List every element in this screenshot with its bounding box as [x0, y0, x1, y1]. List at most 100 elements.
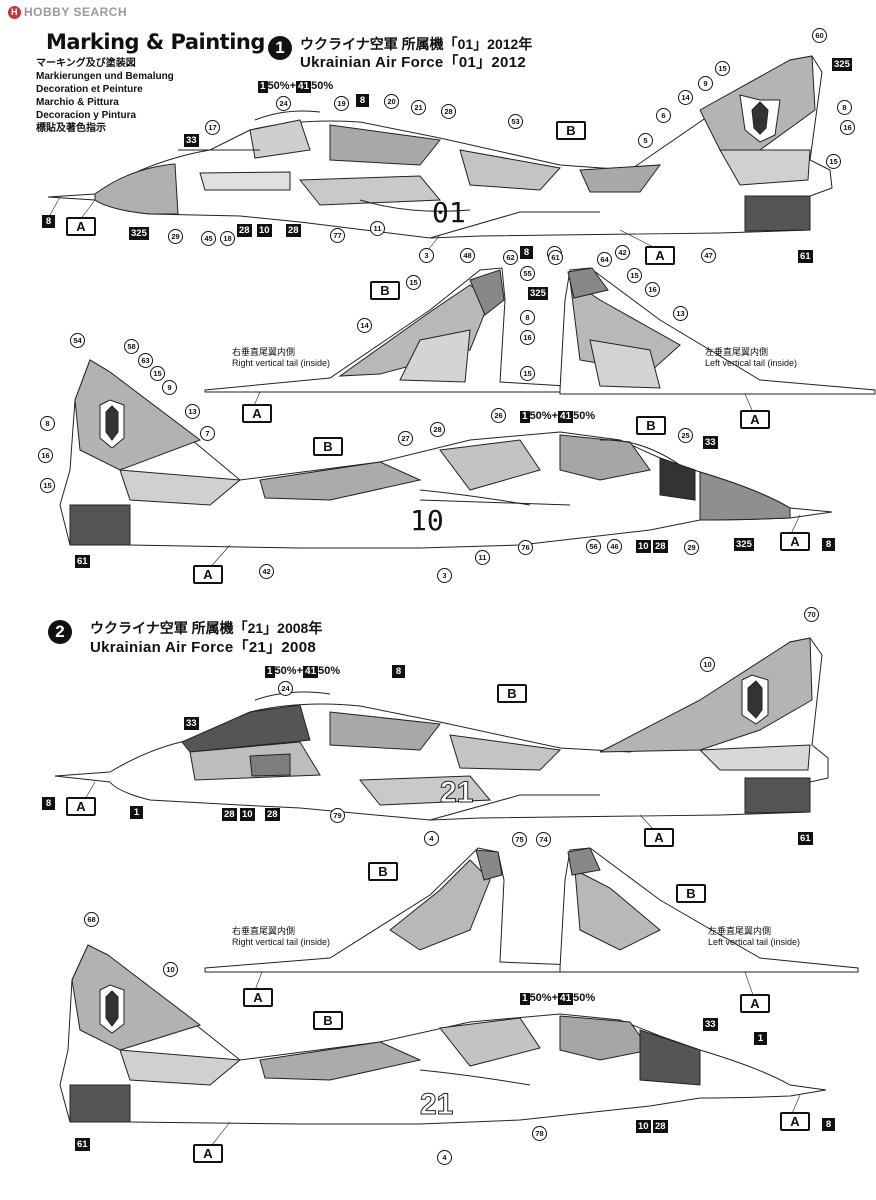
color-b-box: B — [636, 416, 666, 435]
scheme2-left-tail-inside — [559, 847, 859, 973]
color-square: 33 — [184, 717, 199, 730]
decal-callout: 78 — [532, 1126, 547, 1141]
color-a-box: A — [644, 828, 674, 847]
decal-callout: 75 — [512, 832, 527, 847]
decal-callout: 16 — [38, 448, 53, 463]
decal-callout: 24 — [276, 96, 291, 111]
subtitle-zh: 標貼及著色指示 — [36, 123, 106, 134]
decal-callout: 15 — [40, 478, 55, 493]
right-tail-label-en-2: Right vertical tail (inside) — [232, 937, 331, 947]
decal-callout: 11 — [475, 550, 490, 565]
decal-callout: 15 — [150, 366, 165, 381]
color-square: 10 — [240, 808, 255, 821]
color-square: 8 — [356, 94, 369, 107]
decal-callout: 48 — [460, 248, 475, 263]
decal-callout: 6 — [656, 108, 671, 123]
decal-callout: 76 — [518, 540, 533, 555]
scheme2-title-en: Ukrainian Air Force「21」2008 — [90, 639, 316, 656]
color-square: 61 — [798, 832, 813, 845]
subtitle-jp: マーキング及び塗装図 — [36, 58, 136, 69]
decal-callout: 63 — [138, 353, 153, 368]
decal-callout: 15 — [406, 275, 421, 290]
decal-callout: 26 — [491, 408, 506, 423]
subtitle-es: Decoracion y Pintura — [36, 110, 137, 121]
color-b-box: B — [313, 1011, 343, 1030]
color-a-box: A — [243, 988, 273, 1007]
color-a-box: A — [740, 410, 770, 429]
decal-callout: 55 — [520, 266, 535, 281]
scheme1-left-side-view — [47, 55, 833, 239]
scheme2-index-badge: 2 — [48, 620, 72, 644]
decal-callout: 4 — [437, 1150, 452, 1165]
color-b-box: B — [676, 884, 706, 903]
scheme1-title-en: Ukrainian Air Force「01」2012 — [300, 54, 526, 71]
decal-callout: 15 — [826, 154, 841, 169]
color-square: 325 — [528, 287, 548, 300]
serial-21: 21 — [439, 776, 474, 810]
scheme1-right-tail-inside — [204, 267, 607, 393]
color-square: 28 — [222, 808, 237, 821]
color-square: 10 — [636, 1120, 651, 1133]
decal-callout: 13 — [673, 306, 688, 321]
decal-callout: 7 — [200, 426, 215, 441]
color-square: 8 — [822, 538, 835, 551]
subtitle-de: Markierungen und Bemalung — [36, 71, 174, 82]
decal-callout: 53 — [508, 114, 523, 129]
decal-callout: 19 — [334, 96, 349, 111]
color-square: 28 — [653, 1120, 668, 1133]
color-square: 8 — [520, 246, 533, 259]
color-square: 61 — [798, 250, 813, 263]
color-square: 28 — [653, 540, 668, 553]
left-tail-label-jp-2: 左垂直尾翼内側 — [708, 926, 772, 936]
color-square: 325 — [734, 538, 754, 551]
decal-callout: 68 — [84, 912, 99, 927]
scheme1-left-tail-inside — [559, 267, 876, 395]
color-square: 325 — [129, 227, 149, 240]
decal-callout: 16 — [645, 282, 660, 297]
color-square: 10 — [257, 224, 272, 237]
decal-callout: 18 — [220, 231, 235, 246]
decal-callout: 64 — [597, 252, 612, 267]
decal-callout: 3 — [437, 568, 452, 583]
decal-callout: 77 — [330, 228, 345, 243]
decal-callout: 28 — [430, 422, 445, 437]
scheme2-right-tail-inside — [204, 847, 607, 973]
site-logo-text: HOBBY SEARCH — [24, 5, 128, 19]
decal-callout: 16 — [520, 330, 535, 345]
decal-callout: 47 — [701, 248, 716, 263]
color-square: 8 — [42, 797, 55, 810]
color-b-box: B — [313, 437, 343, 456]
decal-callout: 74 — [536, 832, 551, 847]
left-tail-label-en-2: Left vertical tail (inside) — [708, 937, 801, 947]
color-a-box: A — [66, 797, 96, 816]
decal-callout: 20 — [384, 94, 399, 109]
subtitle-it: Marchio & Pittura — [36, 97, 119, 108]
decal-callout: 29 — [168, 229, 183, 244]
decal-callout: 3 — [419, 248, 434, 263]
decal-callout: 14 — [678, 90, 693, 105]
color-a-box: A — [242, 404, 272, 423]
decal-callout: 13 — [185, 404, 200, 419]
color-square: 33 — [703, 436, 718, 449]
subtitle-fr: Decoration et Peinture — [36, 84, 143, 95]
color-square: 61 — [75, 1138, 90, 1151]
right-tail-label-jp-1: 右垂直尾翼内側 — [232, 347, 296, 357]
decal-callout: 42 — [615, 245, 630, 260]
color-a-box: A — [780, 532, 810, 551]
serial-01-right: 10 — [410, 504, 444, 537]
decal-callout: 24 — [278, 681, 293, 696]
decal-callout: 17 — [205, 120, 220, 135]
decal-callout: 8 — [520, 310, 535, 325]
page-title: Marking & Painting — [46, 30, 265, 54]
color-square: 325 — [832, 58, 852, 71]
logo-icon: H — [8, 6, 21, 20]
color-a-box: A — [645, 246, 675, 265]
color-b-box: B — [368, 862, 398, 881]
decal-callout: 15 — [520, 366, 535, 381]
color-square: 8 — [42, 215, 55, 228]
decal-callout: 16 — [840, 120, 855, 135]
